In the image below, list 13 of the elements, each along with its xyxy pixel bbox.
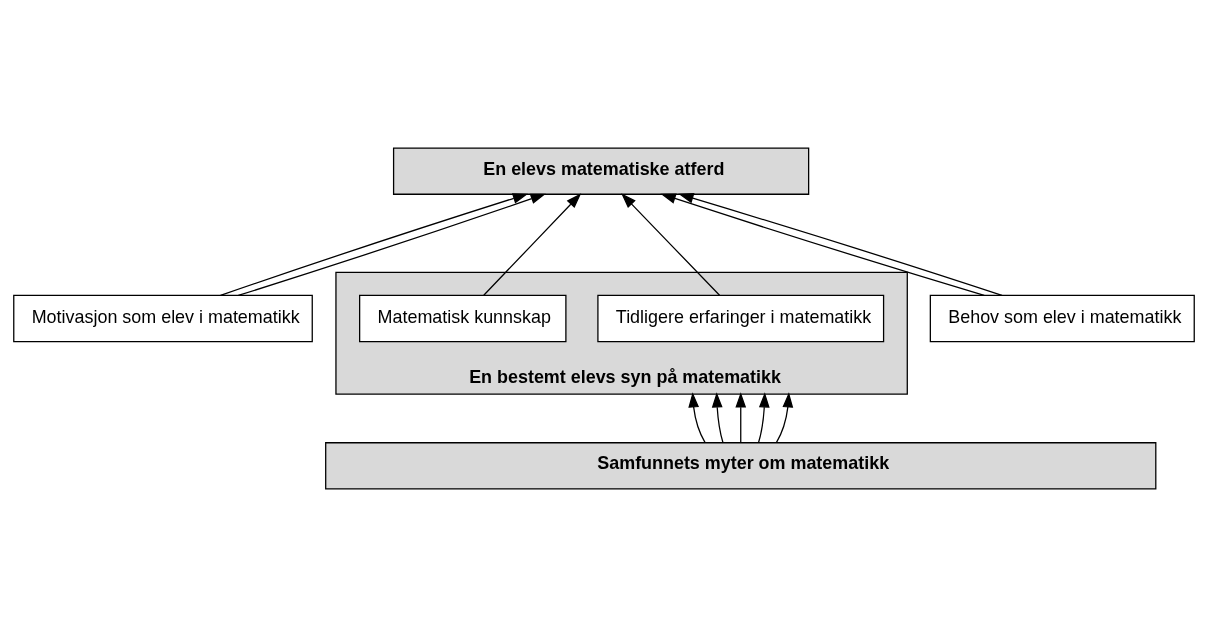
arrow [735, 392, 747, 444]
node-box: Behov som elev i matematikk [929, 294, 1195, 343]
arrow [757, 392, 770, 444]
node-box: Samfunnets myter om matematikk [325, 442, 1157, 490]
arrow [483, 193, 582, 296]
node-box: Motivasjon som elev i matematikk [13, 294, 313, 343]
node-box: Tidligere erfaringer i matematikk [597, 294, 885, 343]
node-box: Matematisk kunnskap [359, 294, 567, 343]
arrow [621, 193, 721, 296]
arrow [711, 392, 724, 444]
node-box: En elevs matematiske atferd [392, 147, 810, 195]
arrow [775, 392, 794, 444]
arrow [688, 392, 706, 444]
